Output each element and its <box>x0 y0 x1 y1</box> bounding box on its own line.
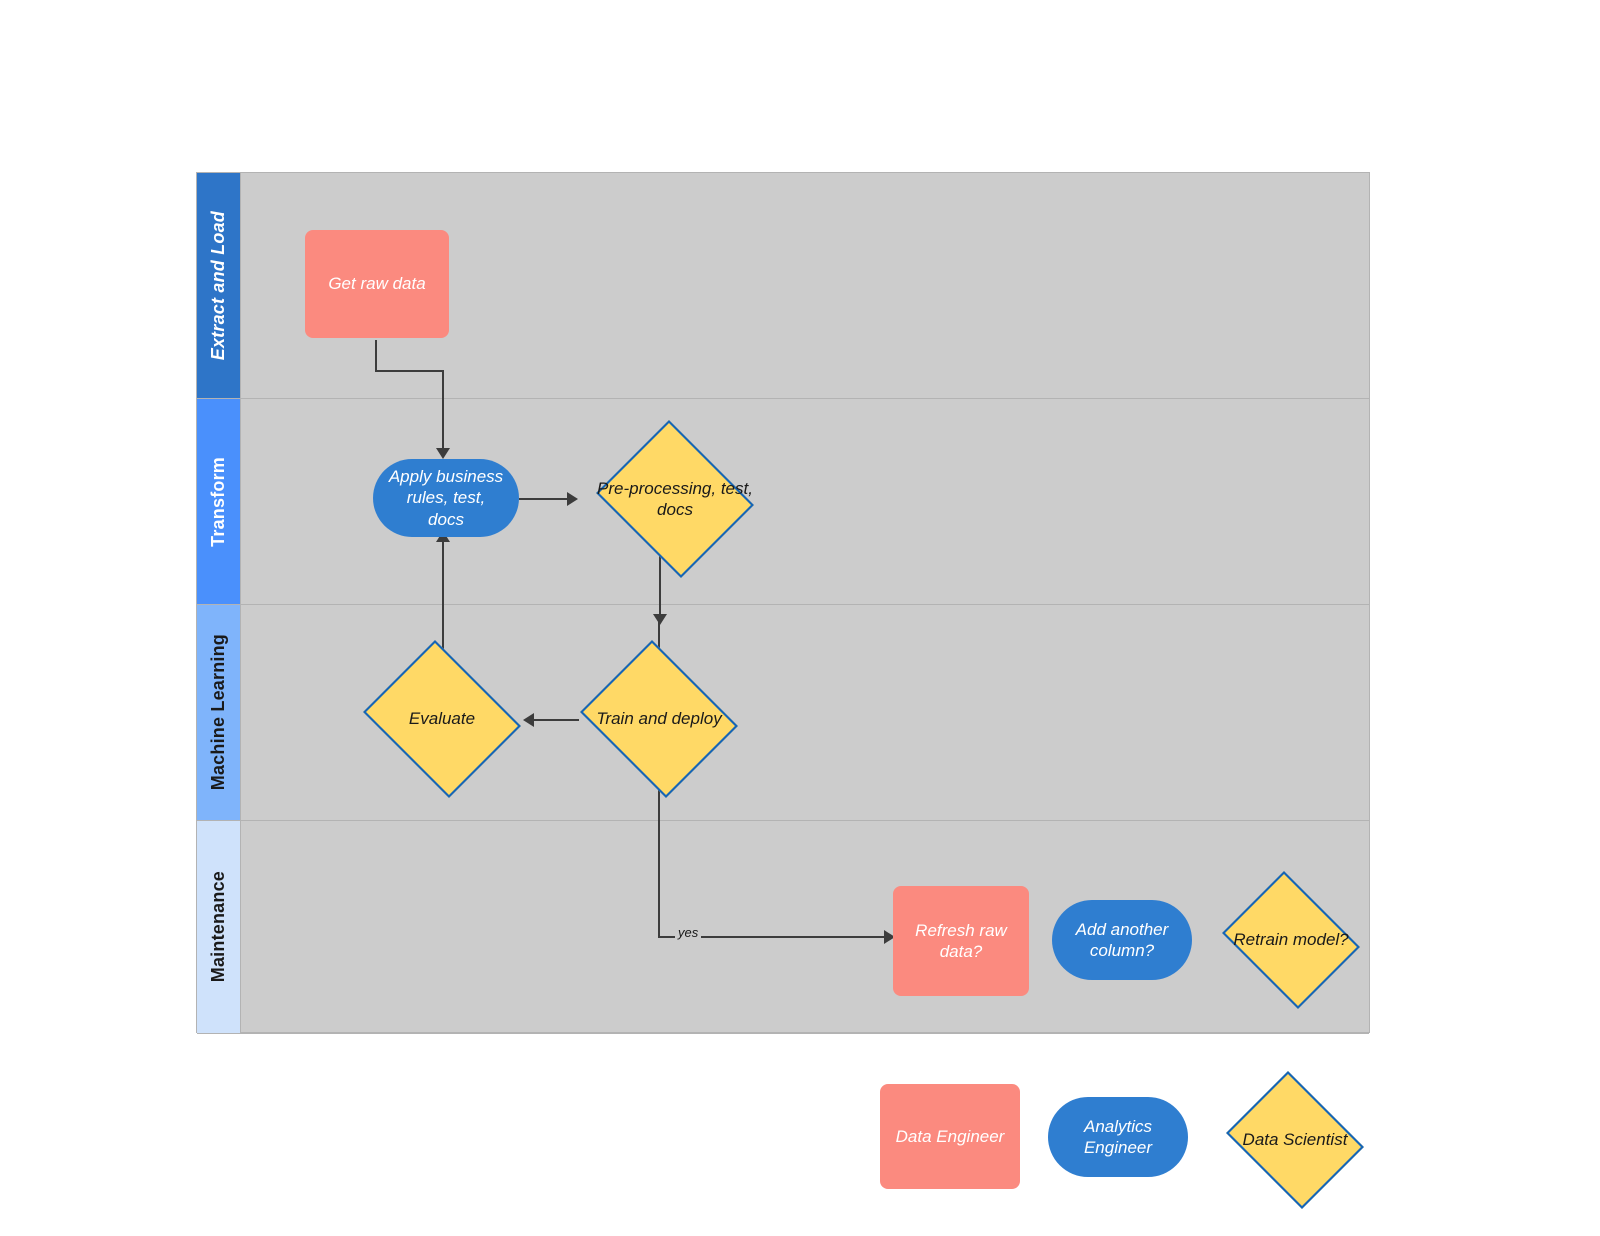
edge-pre-processing-to-train-arrow <box>653 614 667 625</box>
node-label-get-raw-data: Get raw data <box>328 274 426 294</box>
lane-body-maintenance <box>241 821 1369 1033</box>
lane-extract-and-load: Extract and Load <box>197 173 1369 399</box>
lane-header-machine-learning: Machine Learning <box>197 605 241 820</box>
lane-header-maintenance: Maintenance <box>197 821 241 1033</box>
node-label-train-and-deploy: Train and deploy <box>596 709 722 729</box>
lane-transform: Transform <box>197 399 1369 605</box>
lane-header-transform: Transform <box>197 399 241 604</box>
legend-label-data-engineer: Data Engineer <box>895 1126 1005 1146</box>
edge-label-yes: yes <box>675 925 702 940</box>
node-train-and-deploy[interactable]: Train and deploy <box>573 640 745 798</box>
legend-item-analytics-engineer: Analytics Engineer <box>1048 1097 1188 1177</box>
lane-label-extract-and-load: Extract and Load <box>208 210 228 361</box>
node-label-add-another-column: Add another column? <box>1075 919 1169 960</box>
node-label-refresh-raw-data: Refresh raw data? <box>915 920 1007 961</box>
edge-train-to-evaluate-arrow <box>523 713 534 727</box>
node-label-evaluate: Evaluate <box>408 709 476 729</box>
node-refresh-raw-data[interactable]: Refresh raw data? <box>893 886 1029 996</box>
lane-label-transform: Transform <box>208 456 228 547</box>
node-add-another-column[interactable]: Add another column? <box>1052 900 1192 980</box>
node-label-apply-business-rules: Apply business rules, test, docs <box>388 467 504 529</box>
edge-get-raw-data-to-apply-rules-seg1 <box>375 340 377 372</box>
lane-label-maintenance: Maintenance <box>208 871 228 983</box>
lane-maintenance: Maintenance <box>197 821 1369 1034</box>
edge-evaluate-to-apply-rules-seg <box>442 540 444 669</box>
legend-item-data-scientist: Data Scientist <box>1219 1071 1371 1209</box>
edge-get-raw-data-to-apply-rules-seg2 <box>375 370 444 372</box>
edge-evaluate-to-refresh-seg2 <box>658 936 892 938</box>
node-evaluate[interactable]: Evaluate <box>356 640 528 798</box>
edge-get-raw-data-to-apply-rules-seg3 <box>442 370 444 454</box>
node-label-retrain-model: Retrain model? <box>1233 930 1349 950</box>
edge-evaluate-to-refresh-arrow <box>884 930 895 944</box>
node-retrain-model[interactable]: Retrain model? <box>1215 871 1367 1009</box>
swimlane-pool: Extract and Load Transform Machine Learn… <box>196 172 1370 1034</box>
legend-label-analytics-engineer: Analytics Engineer <box>1083 1116 1153 1157</box>
node-pre-processing[interactable]: Pre-processing, test, docs <box>590 420 760 578</box>
node-get-raw-data[interactable]: Get raw data <box>305 230 449 338</box>
legend: Data Engineer Analytics Engineer Data Sc… <box>880 1071 1364 1209</box>
lane-label-machine-learning: Machine Learning <box>208 634 228 791</box>
legend-item-data-engineer: Data Engineer <box>880 1084 1020 1189</box>
edge-apply-rules-to-pre-processing-arrow <box>567 492 578 506</box>
lane-machine-learning: Machine Learning <box>197 605 1369 821</box>
edge-apply-rules-to-pre-processing-seg <box>519 498 569 500</box>
lane-header-extract-and-load: Extract and Load <box>197 173 241 398</box>
legend-label-data-scientist: Data Scientist <box>1242 1130 1348 1150</box>
node-apply-business-rules[interactable]: Apply business rules, test, docs <box>373 459 519 537</box>
edge-pre-processing-to-train-seg <box>659 548 661 620</box>
node-label-pre-processing: Pre-processing, test, docs <box>597 478 753 519</box>
edge-train-to-evaluate-seg <box>527 719 579 721</box>
edge-get-raw-data-to-apply-rules-arrow <box>436 448 450 459</box>
